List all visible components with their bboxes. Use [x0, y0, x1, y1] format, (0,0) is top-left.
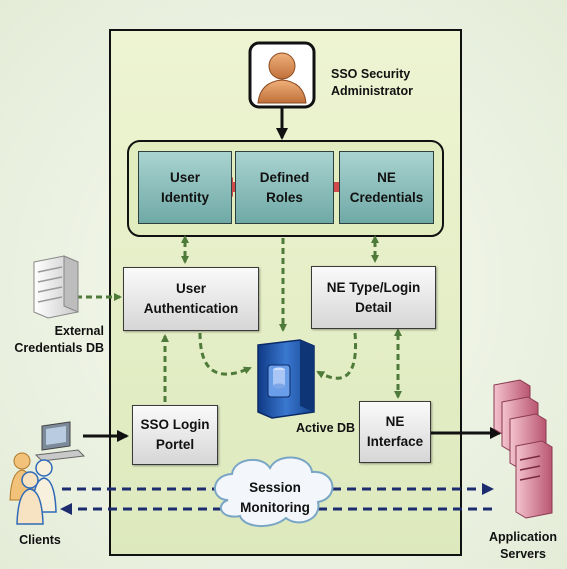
external-db-label: External Credentials DB	[14, 324, 104, 355]
dashed-connectors	[70, 235, 402, 402]
application-servers-label: Application Servers	[488, 530, 558, 561]
clients-label: Clients	[19, 533, 61, 547]
active-db-label: Active DB	[296, 421, 356, 435]
ne-credentials-label: NE Credentials	[349, 169, 424, 205]
user-authentication-label: User Authentication	[143, 281, 239, 316]
cloud-icon	[214, 456, 334, 527]
ne-credentials-box: NE Credentials	[339, 151, 434, 224]
sso-login-portal-box: SSO Login Portel	[132, 405, 218, 465]
user-identity-label: User Identity	[160, 169, 209, 205]
database-icon	[257, 339, 315, 419]
session-monitoring-label: Session Monitoring	[240, 480, 310, 515]
clients-group-icon	[9, 452, 57, 525]
admin-avatar-icon	[248, 41, 316, 109]
user-identity-box: User Identity	[138, 151, 232, 224]
ne-interface-box: NE Interface	[359, 401, 431, 463]
user-authentication-box: User Authentication	[123, 267, 259, 331]
application-servers-icon	[493, 379, 553, 519]
workstation-icon	[34, 421, 86, 462]
ne-type-login-label: NE Type/Login Detail	[326, 279, 421, 315]
sso-login-portal-label: SSO Login Portel	[140, 417, 210, 452]
ne-type-login-box: NE Type/Login Detail	[311, 266, 436, 329]
ne-interface-label: NE Interface	[366, 414, 424, 449]
server-rack-icon	[33, 255, 79, 319]
defined-roles-box: Defined Roles	[235, 151, 334, 224]
defined-roles-label: Defined Roles	[259, 169, 310, 205]
sso-admin-label: SSO Security Administrator	[331, 67, 413, 98]
